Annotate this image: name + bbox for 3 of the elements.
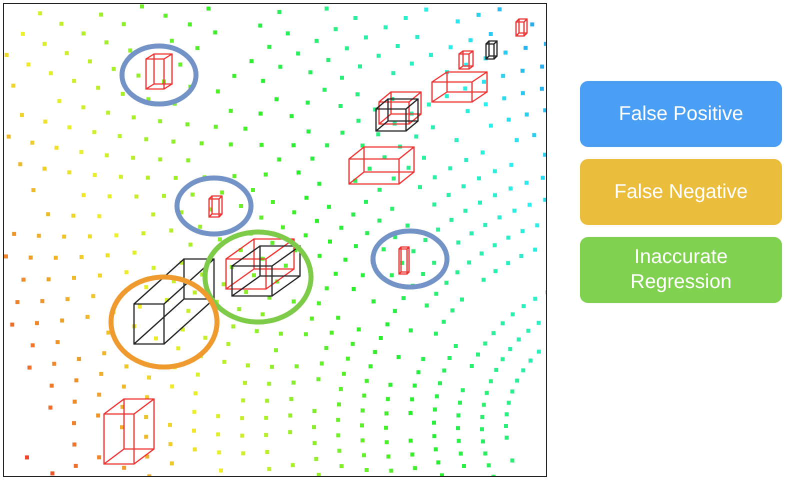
- legend-label: False Negative: [614, 180, 748, 204]
- legend-label: False Positive: [618, 102, 744, 126]
- legend-label: Inaccurate Regression: [629, 245, 733, 295]
